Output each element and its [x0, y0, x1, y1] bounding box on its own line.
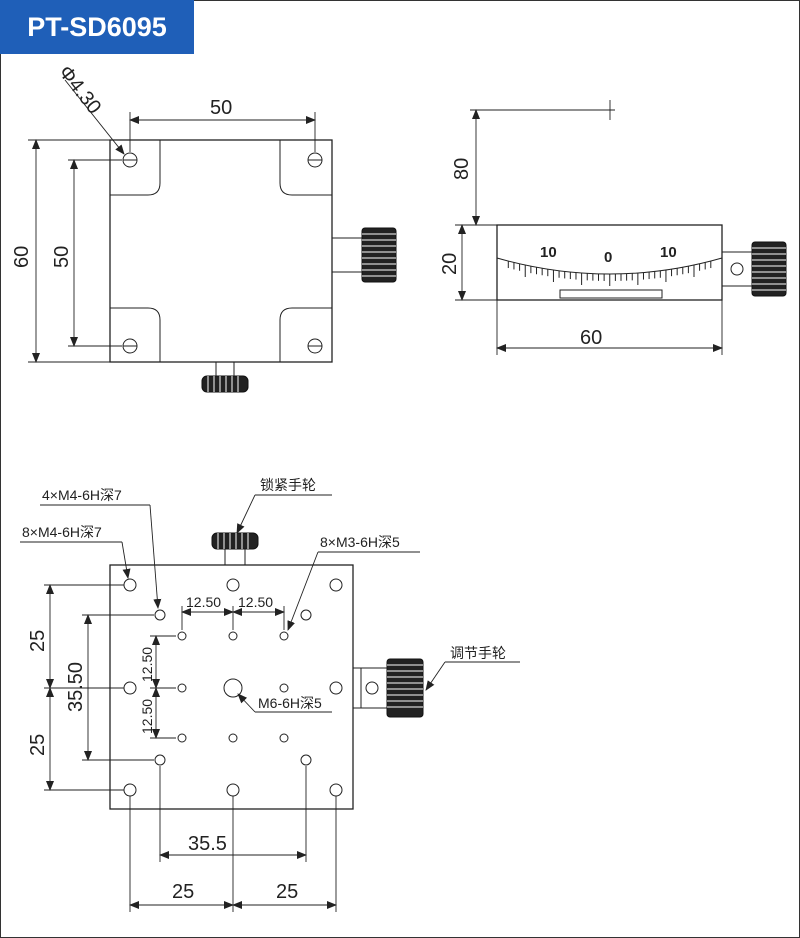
- pocket-tl: [110, 140, 161, 196]
- dim-1250-h2: 12.50: [238, 594, 273, 610]
- bottom-view: 4×M4-6H深7 8×M4-6H深7 锁紧手轮 8×M3-6H深5 调节手轮 …: [20, 477, 520, 912]
- screw-head-br: [307, 338, 323, 354]
- adjust-knob-bottom: [352, 658, 424, 718]
- scale-label-left: 10: [540, 244, 557, 261]
- screw-head-tr: [307, 152, 323, 168]
- holes: [123, 578, 343, 797]
- label-lock-knob: 锁紧手轮: [260, 477, 316, 493]
- dim-3550: 35.50: [65, 662, 87, 712]
- hole-m4: [226, 783, 240, 797]
- label-4xm4: 4×M4-6H深7: [42, 487, 122, 503]
- hole-m3: [279, 631, 289, 641]
- hole-dia-label: Φ4.30: [54, 62, 105, 119]
- label-adjust-knob: 调节手轮: [450, 645, 506, 661]
- label-8xm3: 8×M3-6H深5: [320, 534, 400, 550]
- lock-knob-top: [201, 361, 249, 393]
- pocket-tr: [279, 140, 332, 196]
- dim-1250-v1: 12.50: [139, 647, 155, 682]
- pocket-br: [279, 307, 332, 362]
- lock-knob-bottom: [211, 532, 259, 566]
- hole-m4: [329, 681, 343, 695]
- hole-m4: [123, 681, 137, 695]
- dim-1250-v2: 12.50: [139, 699, 155, 734]
- hole-m3: [177, 683, 187, 693]
- side-view: 10 0 10 80 20 60: [439, 100, 787, 355]
- hole-m3: [177, 631, 187, 641]
- hole-m3: [228, 733, 238, 743]
- dim-20-label: 20: [439, 253, 461, 275]
- model-title: PT-SD6095: [0, 0, 194, 54]
- scale-ticks: [507, 261, 712, 286]
- dim-25-bottom-left: 25: [172, 881, 194, 903]
- hole-m6: [223, 678, 243, 698]
- hole-m4-corner: [226, 578, 240, 592]
- screw-head-bl: [122, 338, 138, 354]
- dim-top-label: 50: [210, 97, 232, 119]
- hole-m4-corner: [329, 578, 343, 592]
- hole-m4-inner: [154, 754, 166, 766]
- scale-label-right: 10: [660, 244, 677, 261]
- dim-left-outer-label: 60: [11, 246, 33, 268]
- dim-80-label: 80: [451, 158, 473, 180]
- scale-label-center: 0: [604, 249, 612, 266]
- top-view: Φ4.30 50 60 50: [11, 62, 397, 393]
- hole-m4-corner: [123, 578, 137, 592]
- pocket-bl: [110, 307, 161, 362]
- hole-m4-inner: [154, 609, 166, 621]
- bottom-view-body: [109, 564, 354, 810]
- dim-1250-h1: 12.50: [186, 594, 221, 610]
- hole-m4-inner: [300, 754, 312, 766]
- dia-leader: [64, 79, 125, 155]
- hole-m3: [177, 733, 187, 743]
- hole-m3: [279, 733, 289, 743]
- adjust-knob-top: [331, 227, 397, 283]
- hole-m4-inner: [300, 609, 312, 621]
- hole-m3: [228, 631, 238, 641]
- hole-m4-corner: [123, 783, 137, 797]
- dim-25-bottom-right: 25: [276, 881, 298, 903]
- dim-25-left-top: 25: [27, 630, 49, 652]
- scale-slot: [559, 289, 663, 299]
- dim-355: 35.5: [188, 833, 227, 855]
- screw-head-tl: [122, 152, 138, 168]
- hole-m3: [279, 683, 289, 693]
- label-m6: M6-6H深5: [258, 695, 322, 711]
- hole-m4-corner: [329, 783, 343, 797]
- adjust-knob-side: [721, 241, 787, 297]
- label-8xm4: 8×M4-6H深7: [22, 524, 102, 540]
- dim-left-inner-label: 50: [51, 246, 73, 268]
- dim-25-left-bottom: 25: [27, 734, 49, 756]
- dim-60-label: 60: [580, 327, 602, 349]
- top-view-body: [109, 139, 333, 363]
